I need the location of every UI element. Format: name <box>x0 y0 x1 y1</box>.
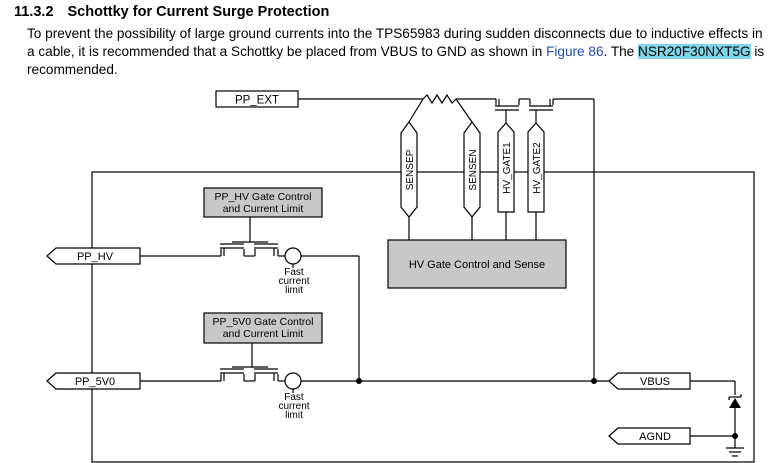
sense-resistor <box>422 93 457 105</box>
paragraph-text-3: is recommended. <box>27 44 765 77</box>
pp-hv-fet-pair <box>220 241 302 268</box>
paragraph-text-2: . The <box>603 44 639 59</box>
pp-5v0-fast-limit-1: Fast <box>284 392 304 403</box>
external-fet-1 <box>492 98 527 123</box>
hv-gate1-pin <box>497 122 515 213</box>
junction-dot <box>591 378 597 384</box>
section-number: 11.3.2 <box>14 4 54 20</box>
sensep-pin <box>400 120 418 218</box>
sensen-pin <box>463 120 481 218</box>
external-fet-2 <box>527 98 594 123</box>
agnd-pin <box>608 427 691 445</box>
pp-5v0-label: PP_5V0 <box>75 376 115 388</box>
pp-hv-fast-limit-2: current <box>278 276 309 287</box>
hv-gate-sense-block <box>387 239 567 289</box>
pp-hv-gate-label-2: and Current Limit <box>223 203 304 215</box>
pp-5v0-gate-label-2: and Current Limit <box>223 328 304 340</box>
pp-hv-label: PP_HV <box>77 251 114 263</box>
ic-outline <box>91 171 755 463</box>
sensen-label: SENSEN <box>468 149 479 190</box>
pp-5v0-fast-limit-3: limit <box>285 410 303 421</box>
pp-hv-pin <box>46 247 141 265</box>
hv-gate2-label: HV_GATE2 <box>532 142 543 194</box>
hv-gate1-label: HV_GATE1 <box>502 142 513 194</box>
pp-5v0-gate-block <box>203 312 323 344</box>
paragraph-text-1: To prevent the possibility of large grou… <box>27 26 763 59</box>
part-number-highlight: NSR20F30NXT5G <box>638 44 751 59</box>
pp-5v0-gate-label-1: PP_5V0 Gate Control <box>213 316 314 328</box>
section-title: Schottky for Current Surge Protection <box>67 4 330 20</box>
pp-5v0-fet-pair <box>220 366 302 393</box>
pp-hv-gate-label-1: PP_HV Gate Control <box>215 191 312 203</box>
pp-hv-current-sense <box>284 247 302 265</box>
vbus-pin <box>608 372 691 390</box>
junction-dot <box>356 378 362 384</box>
sensep-label: SENSEP <box>405 149 416 190</box>
schottky-diode <box>728 394 742 400</box>
section-heading: 11.3.2 Schottky for Current Surge Protect… <box>14 4 329 20</box>
pp-5v0-fast-limit-2: current <box>278 401 309 412</box>
junction-dot <box>732 433 738 439</box>
pp-hv-fast-limit-3: limit <box>285 285 303 296</box>
pp-ext-label: PP_EXT <box>235 95 279 107</box>
pp-5v0-pin <box>46 372 141 390</box>
agnd-label: AGND <box>639 431 671 443</box>
schottky-diode-body <box>729 398 741 408</box>
pp-hv-fast-limit-1: Fast <box>284 267 304 278</box>
pp-hv-gate-block <box>203 187 323 218</box>
vbus-label: VBUS <box>640 376 670 388</box>
pp-ext-pin <box>215 90 299 108</box>
hv-gate-sense-label: HV Gate Control and Sense <box>409 259 545 271</box>
pp-5v0-current-sense <box>284 372 302 390</box>
figure-link[interactable]: Figure 86 <box>546 44 604 59</box>
hv-gate2-pin <box>527 122 545 213</box>
body-paragraph: To prevent the possibility of large grou… <box>27 25 771 79</box>
